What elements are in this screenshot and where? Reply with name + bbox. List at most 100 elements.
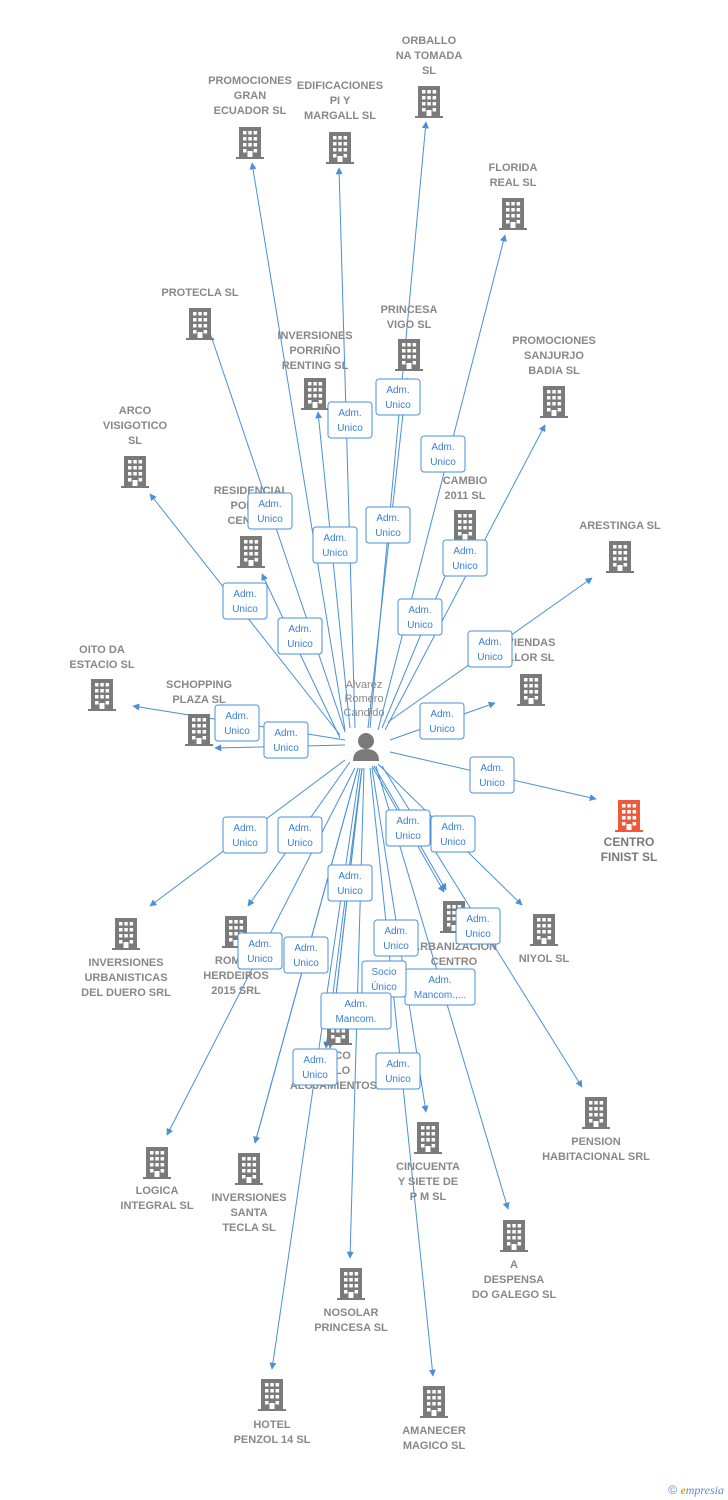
relation-box[interactable] (375, 378, 421, 416)
relation-label-urbanizacion-centro[interactable]: Adm.Unico (385, 809, 431, 847)
building-icon[interactable] (88, 679, 116, 711)
person-icon[interactable] (353, 733, 379, 761)
relation-label-protecla[interactable]: Adm.Unico (222, 582, 268, 620)
relation-label-hotel-penzol-14[interactable]: Adm.Unico (327, 864, 373, 902)
building-icon[interactable] (186, 308, 214, 340)
relation-box[interactable] (469, 756, 515, 794)
relation-label-inversiones-urbanisticas-del-duero[interactable]: Adm.Unico (222, 816, 268, 854)
relation-label-princesa-vigo[interactable]: Adm.Unico (365, 506, 411, 544)
building-icon[interactable] (337, 1268, 365, 1300)
relation-box[interactable] (467, 630, 513, 668)
building-icon[interactable] (236, 127, 264, 159)
relation-box[interactable] (277, 617, 323, 655)
relation-label-inversiones-santa-tecla[interactable]: Adm.Unico (283, 936, 329, 974)
relation-box[interactable] (292, 1048, 338, 1086)
building-icon[interactable] (420, 1386, 448, 1418)
company-node-niyol[interactable]: NIYOL SL (519, 914, 570, 965)
relation-label-a-despensa-do-galego[interactable]: Adm.Mancom.,... (404, 968, 476, 1006)
building-icon[interactable] (185, 714, 213, 746)
empresia-logo[interactable]: empresia (680, 1483, 724, 1497)
building-icon[interactable] (500, 1220, 528, 1252)
building-icon[interactable] (451, 510, 479, 542)
relation-box[interactable] (442, 539, 488, 577)
relation-box[interactable] (419, 702, 465, 740)
relation-box[interactable] (277, 816, 323, 854)
relation-label-promociones-sanjurjo-badia[interactable]: Adm.Unico (442, 539, 488, 577)
relation-box[interactable] (237, 932, 283, 970)
building-icon[interactable] (530, 914, 558, 946)
relation-box[interactable] (365, 506, 411, 544)
relation-box[interactable] (375, 1052, 421, 1090)
company-node-protecla[interactable]: PROTECLA SL (161, 287, 239, 340)
relation-box[interactable] (420, 435, 466, 473)
relation-box[interactable] (373, 919, 419, 957)
relation-box[interactable] (312, 526, 358, 564)
building-icon[interactable] (326, 132, 354, 164)
relation-label-schopping-plaza[interactable]: Adm.Unico (263, 721, 309, 759)
relation-label-oito-da-estacio[interactable]: Adm.Unico (214, 704, 260, 742)
building-icon[interactable] (414, 1122, 442, 1154)
relation-label-inversiones-porrino-renting[interactable]: Adm.Unico (327, 401, 373, 439)
relation-label-arestinga[interactable]: Adm.Unico (467, 630, 513, 668)
building-icon[interactable] (143, 1147, 171, 1179)
relation-box[interactable] (320, 992, 392, 1030)
building-icon[interactable] (121, 456, 149, 488)
relation-box[interactable] (222, 816, 268, 854)
relation-box[interactable] (214, 704, 260, 742)
relation-label-promociones-gran-ecuador[interactable]: Adm.Unico (247, 492, 293, 530)
relation-box[interactable] (263, 721, 309, 759)
relation-box[interactable] (430, 815, 476, 853)
building-icon[interactable] (395, 339, 423, 371)
relation-box[interactable] (327, 864, 373, 902)
relation-box[interactable] (222, 582, 268, 620)
relation-label-complejo-alojamientos[interactable]: Adm.Mancom. (320, 992, 392, 1030)
relation-label-complejo-alojamientos[interactable]: Adm.Unico (292, 1048, 338, 1086)
relation-label-orballo-na-tomada[interactable]: Adm.Unico (375, 378, 421, 416)
building-icon[interactable] (112, 918, 140, 950)
relation-box[interactable] (247, 492, 293, 530)
building-icon[interactable] (415, 86, 443, 118)
building-icon[interactable] (237, 536, 265, 568)
relation-label-pension-habitacional[interactable]: Adm.Unico (455, 907, 501, 945)
building-icon[interactable] (615, 800, 643, 832)
building-icon[interactable] (540, 386, 568, 418)
relation-box[interactable] (455, 907, 501, 945)
relation-box[interactable] (397, 598, 443, 636)
relation-box[interactable] (327, 401, 373, 439)
relation-label-viviendas-llor[interactable]: Adm.Unico (419, 702, 465, 740)
relation-label-residencial-porrino-centro[interactable]: Adm.Unico (277, 617, 323, 655)
company-node-arestinga[interactable]: ARESTINGA SL (579, 520, 661, 573)
relation-label-inversiones-santa-tecla[interactable]: Adm.Unico (237, 932, 283, 970)
relation-label-cambio-2011[interactable]: Adm.Unico (397, 598, 443, 636)
building-icon[interactable] (301, 378, 329, 410)
relation-label-amanecer-magico[interactable]: Adm.Unico (375, 1052, 421, 1090)
building-icon[interactable] (517, 674, 545, 706)
building-icon[interactable] (499, 198, 527, 230)
relation-label-florida-real[interactable]: Adm.Unico (420, 435, 466, 473)
relation-label-edificaciones-pi-y-margall[interactable]: Adm.Unico (312, 526, 358, 564)
relation-box[interactable] (385, 809, 431, 847)
relation-label-romero-herdeiros-2015[interactable]: Adm.Unico (277, 816, 323, 854)
relation-box[interactable] (283, 936, 329, 974)
